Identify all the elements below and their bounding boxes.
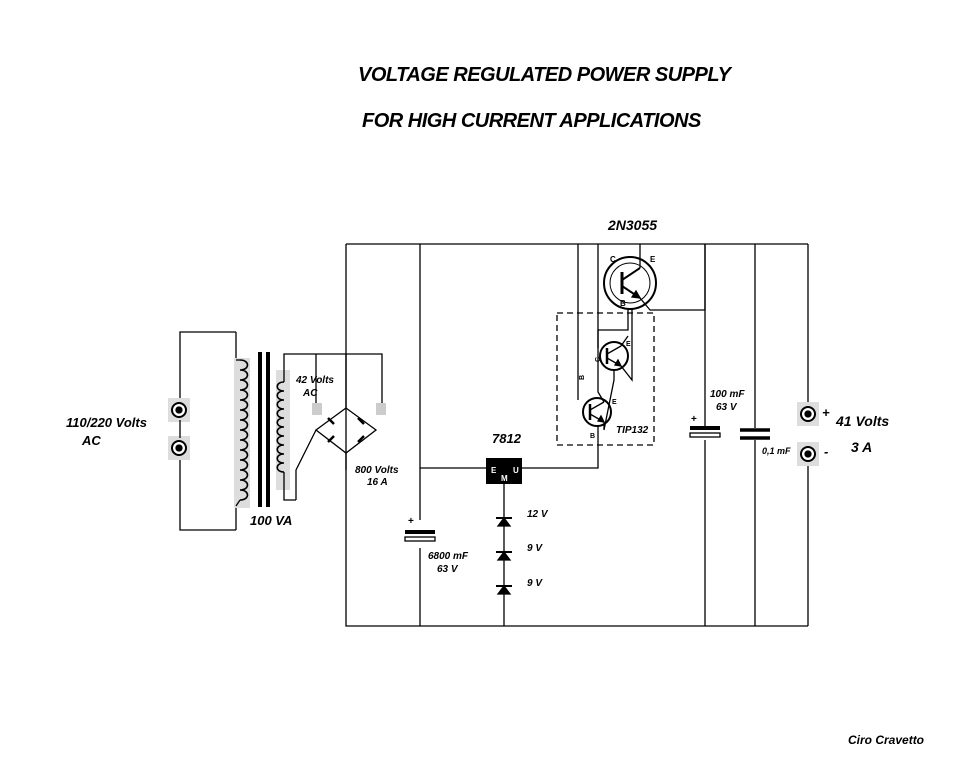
reg-pin-m: M [501,474,508,483]
power-transistor-part-label: 2N3055 [608,217,658,233]
tip132-darlington: B C E B E [556,244,655,446]
pn-pin-c: C [610,255,616,264]
output-capacitors: + [689,244,770,626]
power-transistor-2n3055: C E B [603,244,706,311]
regulator-7812: E M U [486,458,522,626]
main-rails [345,243,808,627]
tip132-part-label: TIP132 [616,425,649,436]
transformer-secondary-type: AC [303,388,318,399]
pn-pin-b: B [620,299,626,308]
svg-text:+: + [408,516,414,527]
output-plus-sign: + [822,405,830,420]
output-current-label: 3 A [851,439,873,455]
tip-inner-pin-c: C [595,357,602,362]
tip-outer-pin-e: E [612,399,617,406]
input-voltage-label: 110/220 Volts [66,415,147,430]
svg-text:+: + [691,414,697,425]
reg-pin-u: U [513,466,519,475]
transformer-secondary-volts: 42 Volts [296,375,334,386]
output-voltage-label: 41 Volts [836,413,890,429]
output-cap1-value: 100 mF [710,389,745,400]
tip-inner-pin-e: E [626,341,631,348]
input-type-label: AC [82,433,101,448]
transformer [234,332,346,530]
output-cap1-voltage: 63 V [716,402,737,413]
title-line-2: FOR HIGH CURRENT APPLICATIONS [362,110,701,132]
regulator-part-label: 7812 [492,431,521,446]
filter-cap-voltage: 63 V [437,564,458,575]
output-cap2-value: 0,1 mF [762,446,791,456]
pn-pin-e: E [650,255,656,264]
output-terminals [797,244,819,626]
zener-stack [496,516,512,595]
zener-2-label: 9 V [527,543,543,554]
zener-1-label: 12 V [527,509,548,520]
bridge-voltage-label: 800 Volts [355,465,399,476]
tip-inner-pin-b: B [579,375,586,380]
transformer-rating: 100 VA [250,513,293,528]
title-line-1: VOLTAGE REGULATED POWER SUPPLY [358,64,731,86]
input-terminals [168,331,236,531]
zener-3-label: 9 V [527,578,543,589]
output-minus-sign: - [824,444,829,459]
author-signature: Ciro Cravetto [848,733,925,747]
filter-cap-value: 6800 mF [428,551,469,562]
bridge-current-label: 16 A [367,477,388,488]
filter-capacitor: + [404,516,436,542]
reg-pin-e: E [491,466,497,475]
tip-outer-pin-b: B [590,433,595,440]
